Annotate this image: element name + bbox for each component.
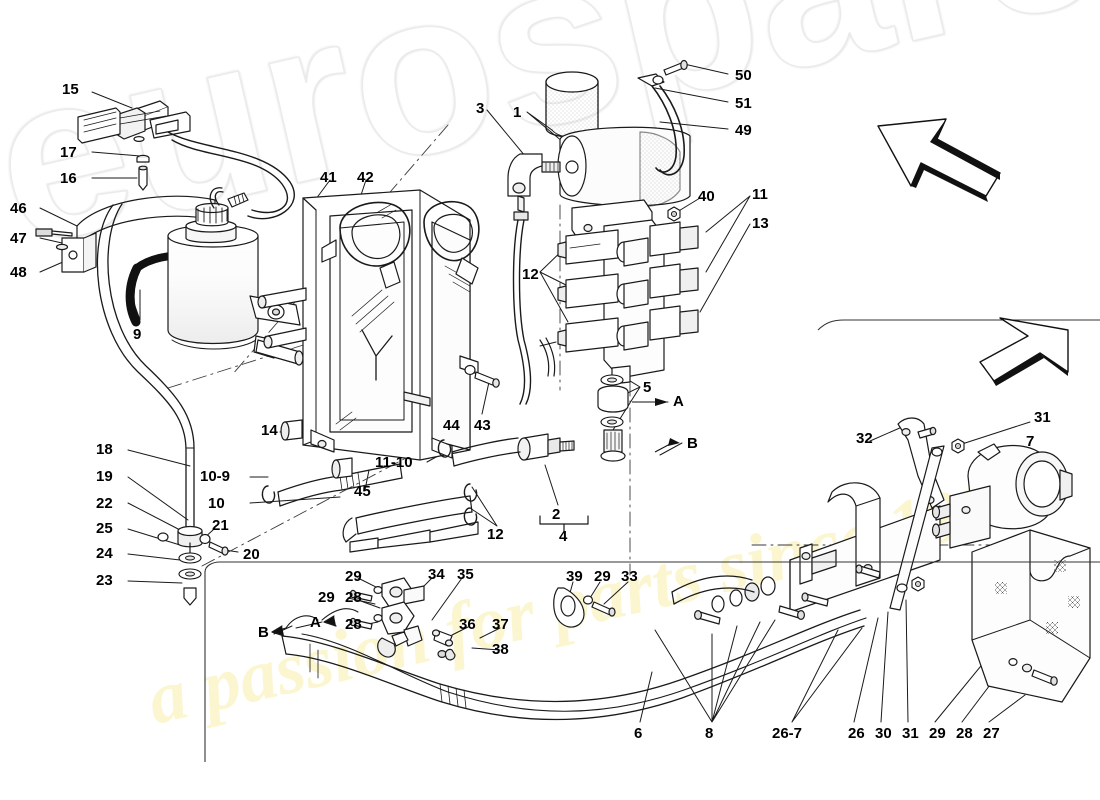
callout-25: 25 (96, 520, 113, 537)
callout-section-b-lower: B (258, 624, 269, 641)
callout-38: 38 (492, 641, 509, 658)
callout-1: 1 (513, 104, 522, 121)
callout-34: 34 (428, 566, 445, 583)
callout-section-a-upper: A (673, 393, 684, 410)
callout-13: 13 (752, 215, 769, 232)
callout-28-b: 28 (345, 616, 362, 633)
callout-29-a: 29 (345, 568, 362, 585)
callout-42: 42 (357, 169, 374, 186)
callout-6: 6 (634, 725, 643, 742)
callout-30: 30 (875, 725, 892, 742)
callout-31-lower: 31 (902, 725, 919, 742)
callout-5: 5 (643, 379, 652, 396)
callout-44: 44 (443, 417, 460, 434)
callout-26: 26 (848, 725, 865, 742)
callout-43: 43 (474, 417, 491, 434)
callout-11-10: 11-10 (375, 454, 413, 471)
callout-7: 7 (1026, 433, 1035, 450)
callout-10-9: 10-9 (200, 468, 231, 485)
callout-23: 23 (96, 572, 113, 589)
callout-50: 50 (735, 67, 752, 84)
callout-12-lower: 12 (487, 526, 504, 543)
direction-arrow-lower (979, 317, 1069, 386)
callout-33: 33 (621, 568, 638, 585)
callout-9: 9 (133, 326, 142, 343)
callout-18: 18 (96, 441, 113, 458)
callout-19: 19 (96, 468, 113, 485)
callout-12-upper: 12 (522, 266, 539, 283)
callout-26-7: 26-7 (772, 725, 803, 742)
callout-2: 2 (552, 506, 561, 523)
callout-29-b: 29 (318, 589, 335, 606)
callout-41: 41 (320, 169, 337, 186)
callout-15: 15 (62, 81, 79, 98)
callout-46: 46 (10, 200, 27, 217)
callout-48: 48 (10, 264, 27, 281)
callout-section-b-upper: B (687, 435, 698, 452)
callout-4: 4 (559, 528, 568, 545)
callout-27: 27 (983, 725, 1000, 742)
callout-37: 37 (492, 616, 509, 633)
callout-21: 21 (212, 517, 229, 534)
callout-28-c: 28 (956, 725, 973, 742)
callout-17: 17 (60, 144, 77, 161)
callout-45: 45 (354, 483, 371, 500)
callout-16: 16 (60, 170, 77, 187)
callout-49: 49 (735, 122, 752, 139)
callout-32: 32 (856, 430, 873, 447)
callout-51: 51 (735, 95, 752, 112)
callout-28-a: 28 (345, 589, 362, 606)
callout-3: 3 (476, 100, 485, 117)
callout-22: 22 (96, 495, 113, 512)
callout-36: 36 (459, 616, 476, 633)
callout-8: 8 (705, 725, 714, 742)
callout-31-upper: 31 (1034, 409, 1051, 426)
callout-14: 14 (261, 422, 278, 439)
callout-11: 11 (752, 186, 768, 203)
callout-29-c: 29 (594, 568, 611, 585)
callout-40: 40 (698, 188, 715, 205)
callout-10: 10 (208, 495, 225, 512)
callout-39: 39 (566, 568, 583, 585)
callout-20: 20 (243, 546, 260, 563)
callout-35: 35 (457, 566, 474, 583)
callout-29-d: 29 (929, 725, 946, 742)
direction-arrow-upper (877, 118, 1001, 202)
callout-section-a-lower: A (310, 614, 321, 631)
callout-24: 24 (96, 545, 113, 562)
callout-47: 47 (10, 230, 27, 247)
